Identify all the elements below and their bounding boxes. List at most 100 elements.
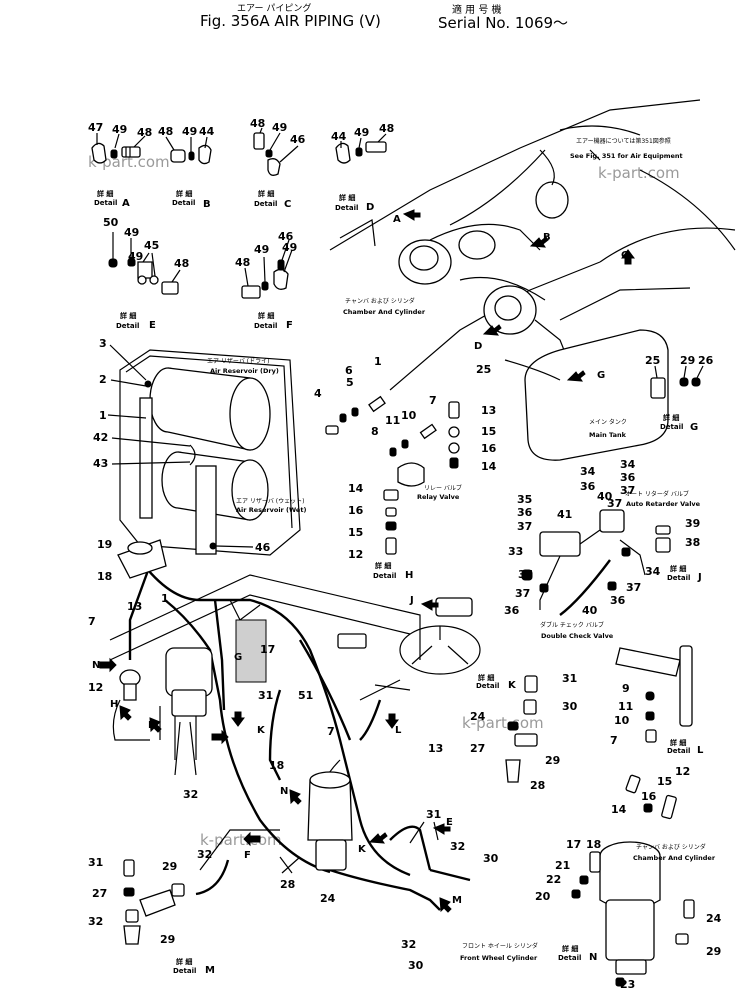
detail-letter-m: M [452,895,462,906]
part-number-label: 46 [255,541,271,554]
reservoir-dry-caption: Air Reservoir (Dry) [210,367,279,375]
part-number-label: 15 [348,526,363,539]
part-number-label: 49 [272,121,287,134]
detail-word: Detail [116,322,139,330]
detail-d-parts [335,133,387,164]
detail-label-jp: 詳 細 [670,564,686,573]
part-number-label: 48 [158,125,173,138]
main-tank-caption: Main Tank [589,431,627,439]
part-number-label: 29 [162,860,177,873]
chamber-cylinders-top [398,149,691,366]
detail-letter-a: A [393,214,401,225]
detail-word: Detail [373,572,396,580]
watermark: k-part.com [88,153,170,171]
part-number-label: 28 [280,878,295,891]
detail-letter-g: G [690,422,698,433]
part-number-label: 15 [657,775,672,788]
detail-letter-l: L [395,725,402,736]
part-number-label: 2 [99,373,107,386]
part-number-label: 32 [88,915,103,928]
part-number-label: 48 [174,257,189,270]
part-number-label: 13 [481,404,496,417]
chamber-caption: Chamber And Cylinder [343,308,426,316]
part-number-label: 13 [127,600,142,613]
part-number-label: 32 [183,788,198,801]
part-number-label: 10 [401,409,417,422]
retarder-caption-jp: オート リターダ バルブ [625,490,689,498]
part-number-label: 47 [88,121,103,134]
part-number-label: 23 [620,978,635,991]
part-number-label: 30 [408,959,424,972]
watermark: k-part.com [462,714,544,732]
detail-letter-a: A [122,198,130,209]
part-number-label: 49 [124,226,139,239]
part-number-label: 6 [345,364,353,377]
part-number-label: 31 [562,672,577,685]
see-fig-caption: See Fig. 351 for Air Equipment [570,152,683,160]
part-number-label: 48 [137,126,152,139]
part-number-label: 19 [97,538,112,551]
part-number-label: 14 [348,482,364,495]
part-number-label: 36 [610,594,626,607]
part-number-label: 34 [620,458,636,471]
detail-letter-j: J [409,595,414,606]
detail-word: Detail [667,747,690,755]
part-number-label: 16 [348,504,364,517]
part-number-label: 42 [93,431,108,444]
detail-n-parts [571,774,695,987]
detail-letter-k: K [508,680,517,691]
part-number-label: 29 [680,354,695,367]
detail-letter-g: G [234,652,242,663]
detail-letter-l: L [697,745,704,756]
part-number-label: 37 [607,497,622,510]
detail-word: Detail [335,204,358,212]
part-number-label: 28 [530,779,545,792]
detail-word: Detail [254,200,277,208]
front-wheel-caption-jp: フロント ホイール シリンダ [462,942,538,950]
part-number-label: 21 [555,859,570,872]
detail-word: Detail [667,574,690,582]
part-number-label: 29 [545,754,560,767]
watermark: k-part.com [598,164,680,182]
part-number-label: 30 [562,700,578,713]
part-number-label: 9 [622,682,630,695]
main-tank-shape [504,329,669,461]
part-number-label: 27 [470,742,485,755]
part-number-label: 24 [470,710,486,723]
part-number-label: 1 [374,355,382,368]
detail-label-jp: 詳 細 [258,189,274,198]
detail-m-parts [123,859,230,945]
part-number-label: 17 [566,838,581,851]
detail-label-jp: 詳 細 [176,957,192,966]
watermark: k-part.com [200,831,282,849]
detail-word: Detail [660,423,683,431]
part-number-label: 15 [481,425,496,438]
part-number-label: 13 [428,742,443,755]
part-number-label: 7 [610,734,618,747]
part-number-label: 12 [348,548,363,561]
detail-letter-d: D [366,202,374,213]
detail-letter-f: F [244,850,251,861]
part-number-label: 49 [282,241,297,254]
part-number-label: 49 [182,125,197,138]
chamber-caption: Chamber And Cylinder [633,854,716,862]
relay-valve-parts [325,395,460,555]
detail-letter-k: K [257,725,266,736]
air-reservoir-assembly [119,349,301,556]
serial-label-japanese: 適 用 号 機 [452,5,502,16]
detail-g-parts [650,365,704,399]
detail-letter-b: B [203,199,211,210]
detail-label-jp: 詳 細 [97,189,113,198]
main-chassis-piping [109,539,481,911]
detail-c-parts [253,127,299,176]
detail-label-jp: 詳 細 [258,311,274,320]
main-tank-caption-jp: メイン タンク [589,418,627,426]
part-number-label: 46 [290,133,306,146]
reservoir-wet-caption: Air Reservoir (Wet) [236,506,306,514]
part-number-label: 10 [614,714,630,727]
part-number-label: 5 [346,376,354,389]
part-number-label: 33 [508,545,523,558]
part-number-label: 24 [320,892,336,905]
part-number-label: 11 [385,414,400,427]
